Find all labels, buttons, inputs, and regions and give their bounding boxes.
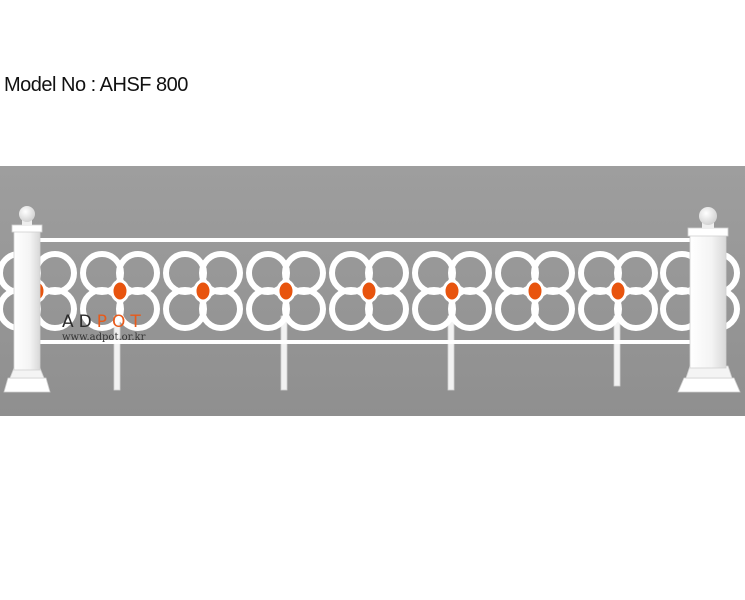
watermark-url: www.adpot.or.kr [62,332,146,343]
watermark-brand-right: POT [96,312,146,332]
fence-rails [38,238,698,344]
model-number-title: Model No : AHSF 800 [4,74,188,96]
adpot-watermark: ADPOT [62,312,146,332]
right-post [677,207,741,393]
watermark-brand-left: AD [62,312,97,332]
left-post [3,206,51,393]
support-legs [113,315,621,391]
fence-product-image: ADPOT www.adpot.or.kr [0,166,745,416]
